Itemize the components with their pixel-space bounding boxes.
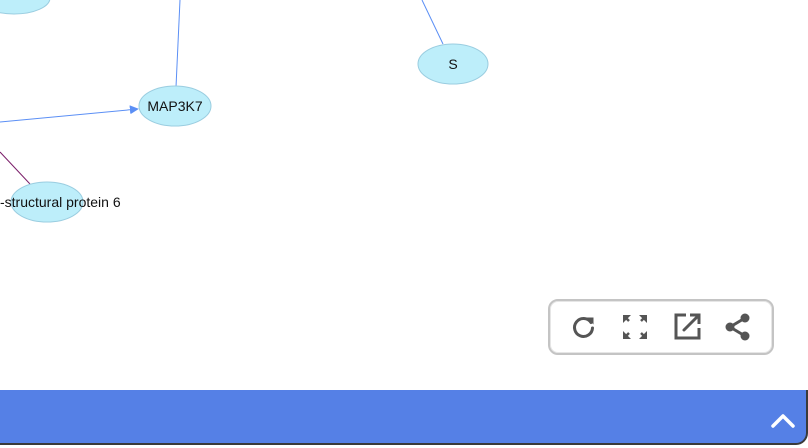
node-s-shape	[417, 43, 489, 85]
share-icon	[725, 313, 750, 341]
network-graph-canvas[interactable]: MAP3K7 S -structural protein 6	[0, 0, 808, 390]
refresh-button[interactable]	[564, 307, 604, 347]
node-map3k7[interactable]: MAP3K7	[138, 85, 212, 127]
edge-offscreen-to-s[interactable]	[421, 0, 444, 45]
node-map3k7-shape	[138, 85, 212, 127]
edge-offscreen-to-map3k7-arrow[interactable]	[0, 105, 139, 123]
edge-offscreen-to-map3k7-top[interactable]	[175, 0, 181, 88]
panel-toggle-button[interactable]	[768, 408, 798, 432]
fullscreen-button[interactable]	[615, 307, 655, 347]
expand-icon	[623, 315, 648, 339]
node-s-label: S	[448, 56, 457, 72]
node-top-left[interactable]	[0, 0, 51, 15]
open-external-button[interactable]	[667, 307, 707, 347]
external-link-icon	[674, 313, 701, 340]
edge-offscreen-to-nsp6[interactable]	[0, 151, 31, 185]
refresh-icon	[572, 317, 594, 338]
share-button[interactable]	[718, 307, 758, 347]
bottom-panel-bar[interactable]	[0, 390, 808, 445]
node-nsp6-label: -structural protein 6	[0, 194, 121, 210]
node-nsp6[interactable]: -structural protein 6	[0, 181, 121, 223]
node-nsp6-shape	[10, 181, 84, 223]
node-map3k7-label: MAP3K7	[147, 98, 202, 114]
chevron-up-icon	[771, 414, 795, 428]
node-top-left-shape	[0, 0, 51, 15]
node-s[interactable]: S	[417, 43, 489, 85]
graph-toolbar	[548, 299, 774, 355]
